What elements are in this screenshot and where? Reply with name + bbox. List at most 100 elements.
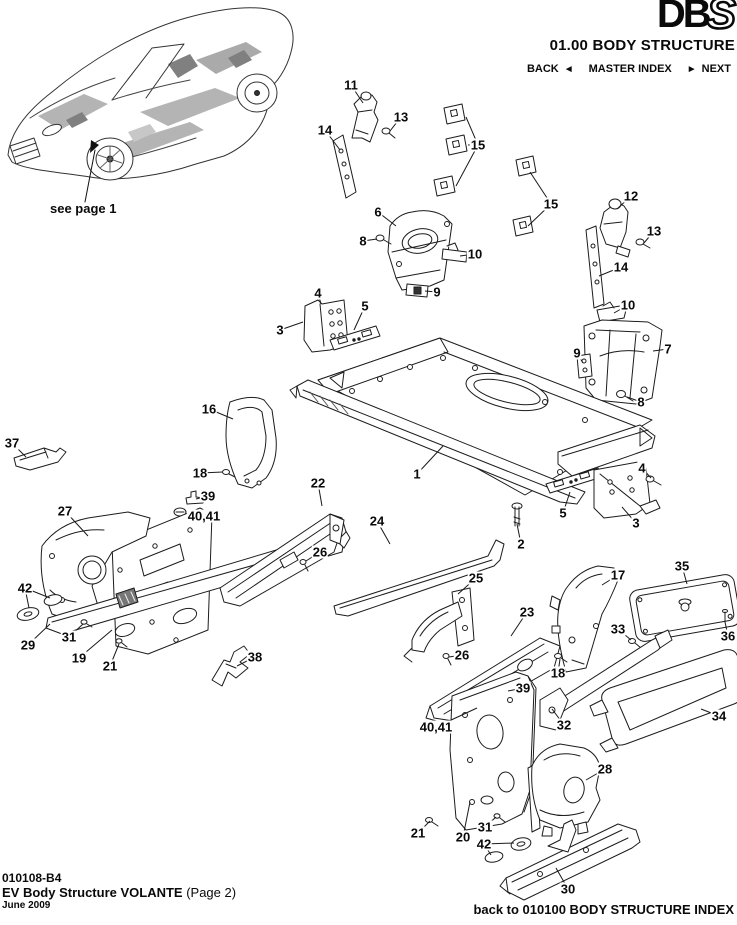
nav-master-index[interactable]: MASTER INDEX <box>589 63 672 75</box>
part-22 <box>219 513 347 607</box>
nav-back-label: BACK <box>526 63 559 75</box>
callout-15: 15 <box>542 196 560 212</box>
callout-31: 31 <box>476 819 494 835</box>
doc-page-note: (Page 2) <box>186 885 237 901</box>
callout-19: 19 <box>70 650 88 666</box>
callout-28: 28 <box>596 761 614 777</box>
callout-39: 39 <box>199 488 217 504</box>
callout-32: 32 <box>555 717 573 733</box>
part-7 <box>583 319 663 405</box>
part-4-screw-right <box>645 475 662 486</box>
part-11 <box>351 91 379 143</box>
doc-code: 010108-B4 <box>2 871 62 885</box>
callout-15: 15 <box>469 137 487 153</box>
part-30-beam <box>499 819 641 901</box>
callout-24: 24 <box>368 513 386 529</box>
part-38 <box>211 645 251 687</box>
callout-13: 13 <box>392 109 410 125</box>
header-nav: BACK ◄ MASTER INDEX ► NEXT <box>527 63 731 75</box>
part-14-strip-right <box>585 225 605 309</box>
callout-14: 14 <box>316 122 334 138</box>
part-17 <box>549 565 619 673</box>
part-12 <box>599 198 631 258</box>
part-14-strip-left <box>332 134 357 199</box>
callout-33: 33 <box>609 621 627 637</box>
part-28-shell <box>527 743 601 837</box>
callout-5: 5 <box>558 505 568 521</box>
nav-next[interactable]: ► NEXT <box>687 63 731 75</box>
callout-34: 34 <box>710 708 728 724</box>
callout-21: 21 <box>101 658 119 674</box>
part-6 <box>387 210 453 291</box>
callout-40,41: 40,41 <box>186 508 222 524</box>
callout-1: 1 <box>412 466 422 482</box>
callout-18: 18 <box>549 665 567 681</box>
part-8-bolt-right <box>616 390 634 402</box>
part-1-floor-panel <box>289 337 656 505</box>
part-10-left <box>441 242 468 263</box>
dbs-logo: DB S <box>656 0 737 38</box>
callout-27: 27 <box>56 503 74 519</box>
callout-18: 18 <box>191 465 209 481</box>
part-15-plates <box>433 103 537 237</box>
callout-16: 16 <box>200 401 218 417</box>
part-42-grommets-right <box>484 837 532 863</box>
callout-9: 9 <box>572 345 582 361</box>
doc-date: June 2009 <box>2 900 51 912</box>
callout-31: 31 <box>60 629 78 645</box>
callout-6: 6 <box>373 204 383 220</box>
part-8-bolt-left <box>375 234 392 245</box>
page-title: 01.00 BODY STRUCTURE <box>549 37 735 54</box>
callout-8: 8 <box>358 233 368 249</box>
part-18-bolt-right <box>554 653 568 663</box>
callout-20: 20 <box>454 829 472 845</box>
callout-2: 2 <box>516 536 526 552</box>
part-3-right <box>593 461 661 519</box>
callout-12: 12 <box>622 188 640 204</box>
index-link[interactable]: back to 010100 BODY STRUCTURE INDEX <box>473 902 734 917</box>
back-arrow-icon: ◄ <box>563 63 574 75</box>
part-32-brace <box>539 629 673 731</box>
part-5-left <box>329 325 381 351</box>
part-31-bolt-left <box>80 619 93 628</box>
callout-39: 39 <box>514 680 532 696</box>
see-page-link[interactable]: see page 1 <box>50 201 117 216</box>
callout-26: 26 <box>311 544 329 560</box>
callout-29: 29 <box>19 637 37 653</box>
callout-4: 4 <box>313 285 323 301</box>
part-37 <box>13 447 67 471</box>
nav-back[interactable]: BACK ◄ <box>527 63 574 75</box>
part-9-left <box>405 283 429 298</box>
callout-3: 3 <box>631 515 641 531</box>
callout-8: 8 <box>636 394 646 410</box>
part-16 <box>225 396 277 489</box>
nav-master-index-label: MASTER INDEX <box>588 63 672 75</box>
part-34-frame <box>589 649 737 753</box>
callout-14: 14 <box>612 259 630 275</box>
callout-13: 13 <box>645 223 663 239</box>
part-2-bolt <box>511 502 523 527</box>
doc-title: EV Body Structure VOLANTE <box>2 885 183 901</box>
part-26-bolt-right <box>442 653 452 666</box>
car-illustration <box>7 7 294 203</box>
callout-40,41: 40,41 <box>418 719 454 735</box>
logo-db-text: DB <box>656 0 712 36</box>
callout-36: 36 <box>719 628 737 644</box>
part-18-bolt-left <box>222 469 236 478</box>
logo-s-text: S <box>705 0 737 38</box>
doc-title-line: EV Body Structure VOLANTE (Page 2) <box>2 885 236 900</box>
callout-23: 23 <box>518 604 536 620</box>
part-13-bolt-right <box>635 238 651 249</box>
callout-11: 11 <box>343 77 359 93</box>
callout-7: 7 <box>663 341 673 357</box>
part-36-pin <box>722 609 728 623</box>
footer-left: 010108-B4 EV Body Structure VOLANTE (Pag… <box>2 871 236 912</box>
callout-35: 35 <box>673 558 691 574</box>
part-21-bolt-left <box>115 638 128 648</box>
callout-38: 38 <box>246 649 264 665</box>
callout-21: 21 <box>409 825 427 841</box>
part-39-clip-left <box>185 490 205 505</box>
callout-42: 42 <box>16 580 34 596</box>
